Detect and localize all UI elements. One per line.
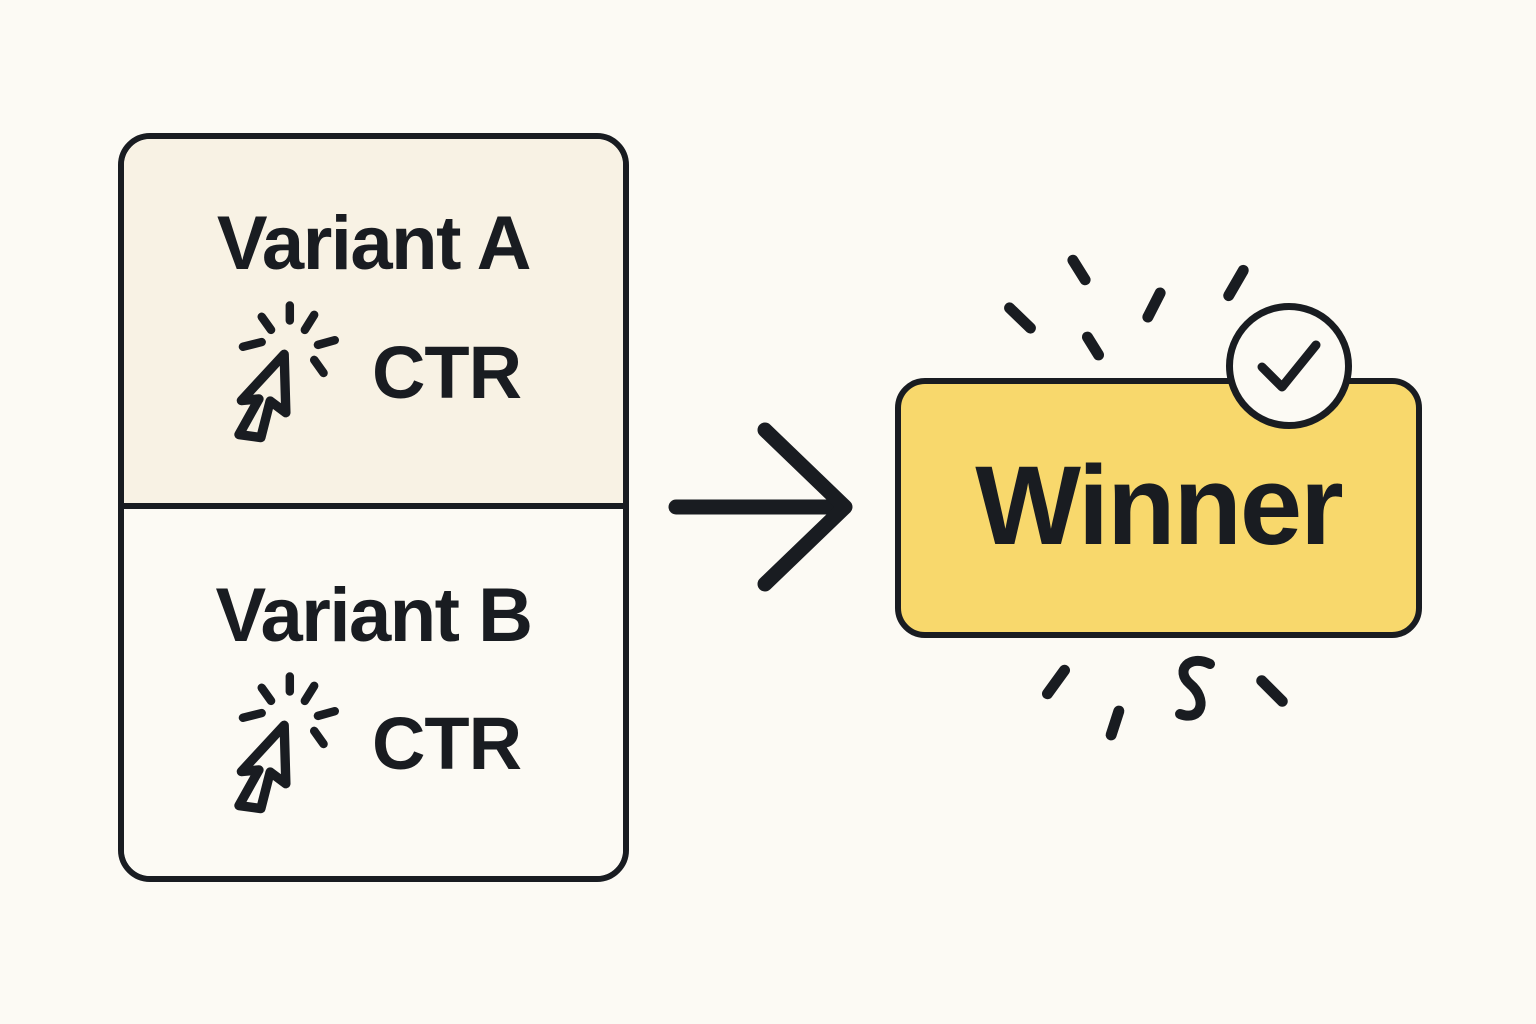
check-circle-icon [1226, 303, 1352, 429]
variant-a-metric-row: CTR [226, 298, 522, 448]
sparkle-dash [1065, 252, 1093, 288]
variants-card: Variant A CTR Variant B [118, 133, 629, 882]
sparkle-dash [1001, 300, 1039, 336]
checkmark-icon [1257, 340, 1321, 392]
sparkle-dash [1221, 262, 1251, 304]
sparkle-dash [1253, 672, 1291, 710]
sparkle-dash [1140, 285, 1168, 325]
sparkle-dash [1039, 662, 1073, 702]
variant-b-panel: Variant B CTR [124, 509, 623, 876]
variant-b-metric-row: CTR [226, 669, 522, 819]
sparkle-s-icon [1175, 655, 1215, 721]
variant-a-ctr-label: CTR [371, 330, 522, 414]
click-cursor-icon [234, 301, 339, 443]
click-cursor-icon [234, 672, 339, 814]
variant-b-label: Variant B [215, 572, 533, 658]
variant-a-label: Variant A [216, 201, 532, 287]
sparkle-dash [1104, 704, 1126, 742]
sparkle-dash [1079, 329, 1107, 363]
variant-a-panel: Variant A CTR [124, 139, 623, 509]
winner-badge: Winner [895, 378, 1422, 638]
winner-label: Winner [975, 443, 1344, 568]
variant-b-ctr-label: CTR [371, 702, 522, 786]
arrow-right-icon [668, 422, 853, 592]
